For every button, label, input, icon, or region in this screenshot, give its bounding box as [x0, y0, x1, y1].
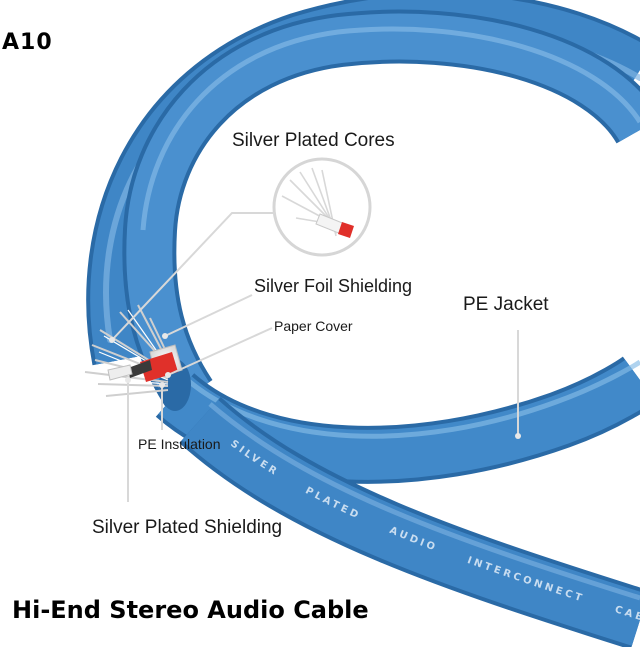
label-pe-insulation: PE Insulation: [138, 436, 221, 452]
model-number: A10: [2, 30, 53, 55]
label-paper-cover: Paper Cover: [274, 318, 353, 334]
leader-silver-foil-shielding: [164, 294, 253, 337]
leader-lines: [111, 212, 519, 502]
leader-paper-cover: [167, 327, 273, 376]
cable-loop-inner: [122, 9, 640, 410]
leader-dots: [109, 333, 521, 439]
label-silver-plated-shielding: Silver Plated Shielding: [92, 517, 283, 538]
label-silver-foil-shielding: Silver Foil Shielding: [254, 276, 413, 296]
magnifier-callout: [272, 157, 372, 257]
product-title: Hi-End Stereo Audio Cable: [12, 596, 369, 624]
leader-silver-plated-cores: [111, 212, 275, 341]
label-pe-jacket: PE Jacket: [463, 294, 549, 315]
label-silver-plated-cores: Silver Plated Cores: [232, 130, 395, 151]
